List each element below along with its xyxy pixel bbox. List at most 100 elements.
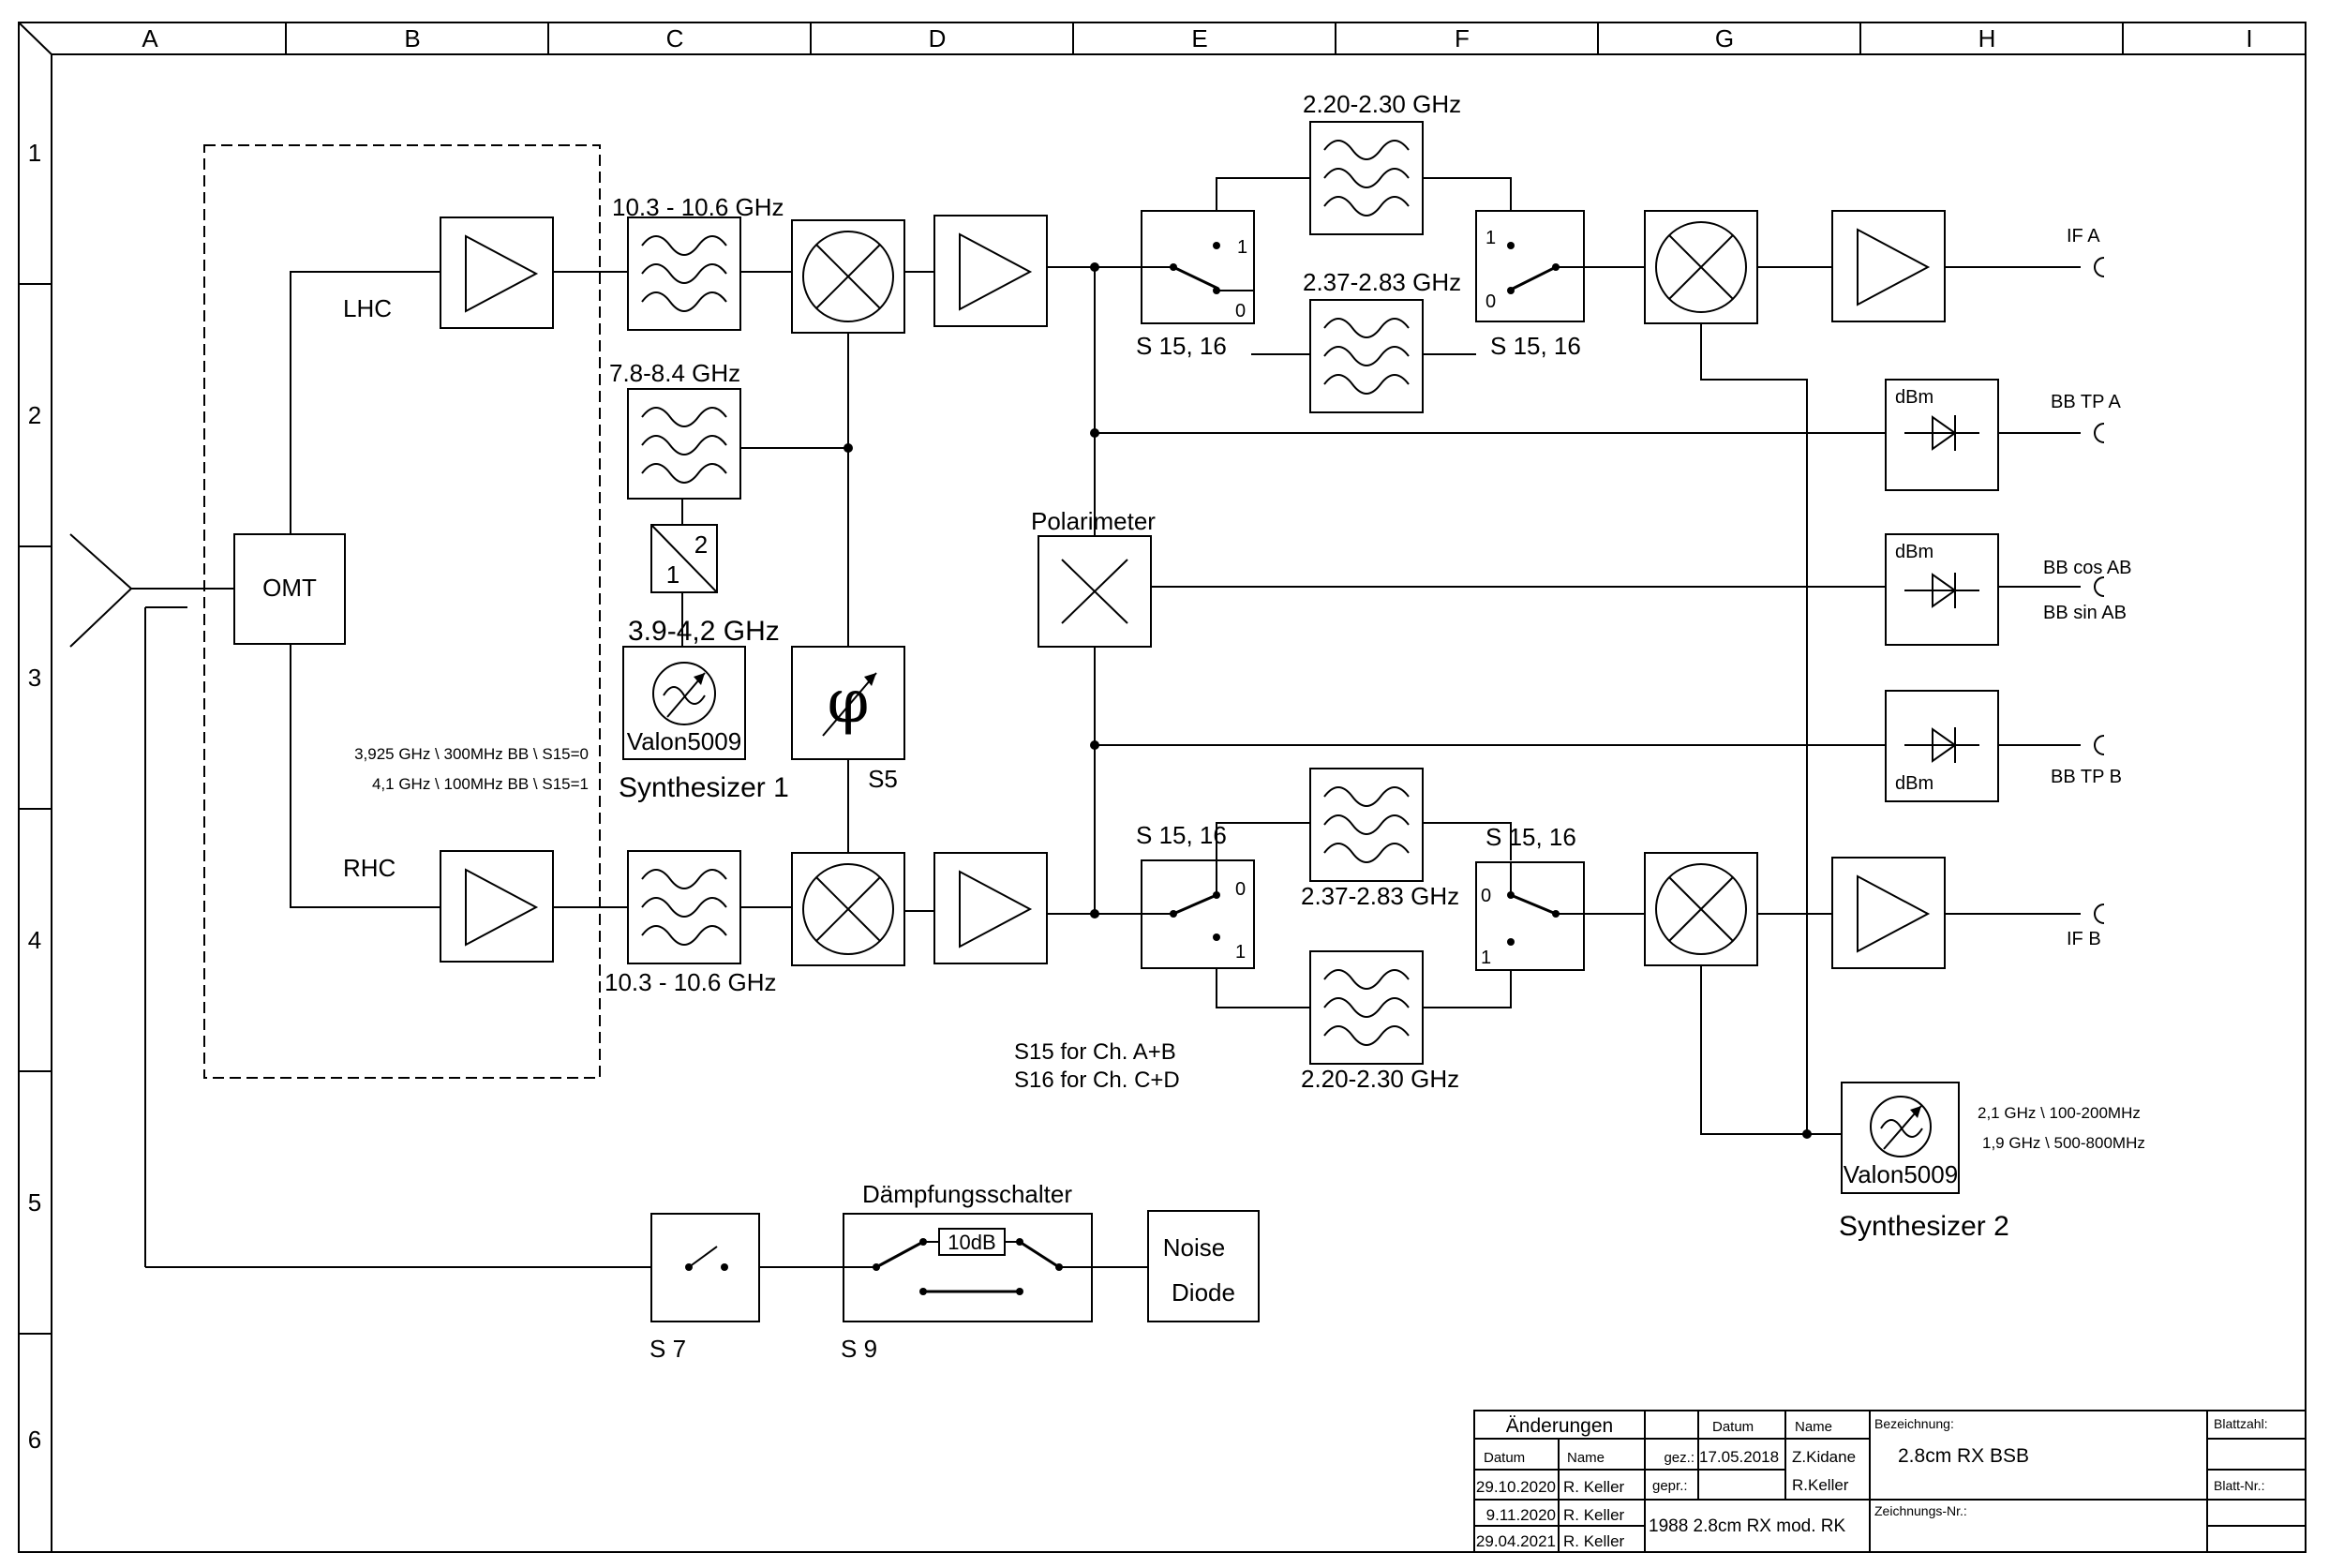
bandpass-icon <box>641 869 727 889</box>
connector-icon <box>2094 257 2105 277</box>
attenuator-title: Dämpfungsschalter <box>862 1180 1072 1208</box>
col-label-c: C <box>666 24 684 52</box>
rhc-label: RHC <box>343 854 396 882</box>
switch-b-in-label: S 15, 16 <box>1136 821 1227 849</box>
if-filter-b-lower-freq: 2.20-2.30 GHz <box>1301 1065 1459 1093</box>
header-date: Datum <box>1712 1419 1754 1435</box>
if-filter-a-upper-freq: 2.20-2.30 GHz <box>1303 90 1461 118</box>
col-label-g: G <box>1715 24 1734 52</box>
if-amp-bottom <box>933 852 1048 964</box>
switch-pos-1: 1 <box>1481 948 1491 968</box>
rf-mixer-top <box>791 219 905 334</box>
amplifier-icon <box>465 868 539 947</box>
designation-value: 2.8cm RX BSB <box>1898 1445 2029 1467</box>
if-filter-b-lower <box>1309 950 1424 1065</box>
change-name-1: R. Keller <box>1563 1478 1625 1496</box>
bandpass-icon <box>1323 318 1410 338</box>
if-filter-a-upper <box>1309 121 1424 235</box>
polarimeter-label: Polarimeter <box>1031 507 1156 535</box>
col-label-i: I <box>2246 24 2252 52</box>
dbm-label: dBm <box>1895 773 1933 794</box>
synth1-frequency: 3.9-4,2 GHz <box>628 616 780 647</box>
synth1-name: Synthesizer 1 <box>619 772 789 803</box>
bandpass-icon <box>641 235 727 256</box>
switch-note-2: S16 for Ch. C+D <box>1014 1068 1180 1093</box>
switch-pos-1: 1 <box>1237 237 1247 258</box>
change-date-3: 29.04.2021 <box>1476 1532 1556 1550</box>
row-label-5: 5 <box>28 1188 41 1217</box>
synthesizer-2: Valon5009 <box>1841 1082 1960 1194</box>
header-name: Name <box>1795 1419 1832 1435</box>
diode-icon <box>1932 573 1957 608</box>
synth2-note-2: 1,9 GHz \ 500-800MHz <box>1982 1134 2145 1152</box>
col-label-e: E <box>1191 24 1207 52</box>
output-amp-a <box>1831 210 1946 322</box>
dbm-label: dBm <box>1895 387 1933 408</box>
oscillator-icon <box>1870 1096 1932 1157</box>
if-mixer-a <box>1644 210 1758 324</box>
output-bb-tp-b: BB TP B <box>2051 767 2122 787</box>
switch-pos-0: 0 <box>1485 291 1496 312</box>
synth2-model: Valon5009 <box>1844 1160 1958 1188</box>
phase-shifter-label: S5 <box>868 765 898 793</box>
if-filter-b-upper <box>1309 768 1424 882</box>
checked-label: gepr.: <box>1652 1478 1688 1494</box>
switch-a-in-label: S 15, 16 <box>1136 332 1227 360</box>
diode-icon <box>1932 727 1957 763</box>
s7-label: S 7 <box>649 1335 686 1363</box>
lo-filter <box>627 388 741 500</box>
antenna-icon <box>69 533 132 590</box>
output-bb-cos-ab: BB cos AB <box>2043 558 2132 578</box>
synthesizer-1: Valon5009 <box>622 646 746 760</box>
change-name-2: R. Keller <box>1563 1506 1625 1524</box>
detector-tp-b: dBm <box>1885 690 1999 802</box>
amplifier-icon <box>959 870 1033 948</box>
divider-input-label: 1 <box>666 560 679 589</box>
amplifier-icon <box>1857 874 1931 953</box>
polarimeter-block <box>1038 535 1152 648</box>
output-bb-tp-a: BB TP A <box>2051 392 2122 412</box>
change-name-3: R. Keller <box>1563 1532 1625 1550</box>
switch-pos-1: 1 <box>1235 942 1246 963</box>
detector-cos-sin: dBm <box>1885 533 1999 646</box>
mixer-icon <box>802 863 894 955</box>
synth1-model: Valon5009 <box>627 727 741 755</box>
synth2-name: Synthesizer 2 <box>1839 1211 2009 1242</box>
junction-dots <box>844 262 1812 1139</box>
connector-icon <box>2094 576 2105 597</box>
noise-diode-line2: Diode <box>1172 1278 1235 1307</box>
col-label-b: B <box>404 24 420 52</box>
lna-rhc <box>440 850 554 963</box>
mixer-icon <box>802 231 894 322</box>
rf-mixer-bottom <box>791 852 905 966</box>
phase-shifter: φ <box>791 646 905 760</box>
bandpass-icon <box>641 407 727 427</box>
dbm-label: dBm <box>1895 542 1933 562</box>
switch-pos-0: 0 <box>1235 301 1246 321</box>
row-label-3: 3 <box>28 664 41 692</box>
drawing-no-label: Zeichnungs-Nr.: <box>1874 1503 1967 1518</box>
output-if-b: IF B <box>2067 929 2101 949</box>
omt-label: OMT <box>262 574 317 602</box>
row-label-1: 1 <box>28 139 41 167</box>
switch-b-in: 0 1 <box>1141 859 1255 969</box>
if-mixer-b <box>1644 852 1758 966</box>
connector-icon <box>2094 423 2105 443</box>
output-connectors <box>2094 257 2105 924</box>
if-filter-a-lower <box>1309 299 1424 413</box>
detector-tp-a: dBm <box>1885 379 1999 491</box>
bandpass-icon <box>1323 786 1410 807</box>
switch-pos-0: 0 <box>1235 879 1246 900</box>
output-amp-b <box>1831 857 1946 969</box>
drawn-date: 17.05.2018 <box>1699 1448 1779 1466</box>
switch-note-1: S15 for Ch. A+B <box>1014 1039 1176 1065</box>
switch-b-out: 0 1 <box>1475 861 1585 971</box>
lo-filter-freq: 7.8-8.4 GHz <box>609 359 740 387</box>
change-date-2: 9.11.2020 <box>1486 1506 1556 1524</box>
sheet-number-label: Blatt-Nr.: <box>2214 1478 2264 1493</box>
divider-output-label: 2 <box>694 530 708 559</box>
lna-lhc <box>440 217 554 329</box>
if-amp-top <box>933 215 1048 327</box>
drawn-label: gez.: <box>1664 1450 1694 1466</box>
output-bb-sin-ab: BB sin AB <box>2043 603 2127 623</box>
